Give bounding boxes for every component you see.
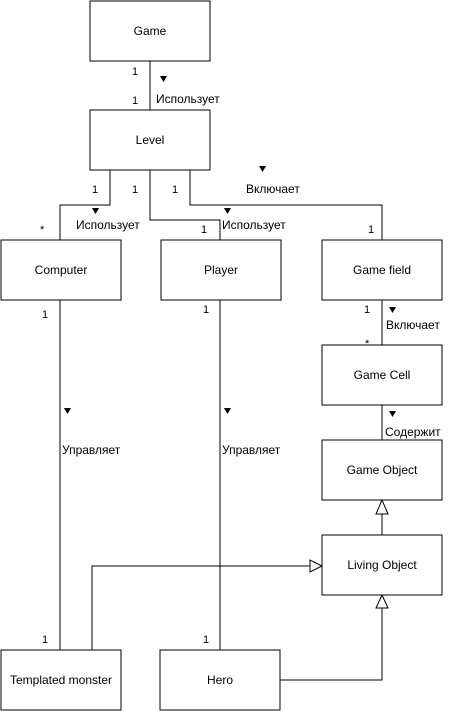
edge-level-computer <box>59 170 111 240</box>
node-level[interactable]: Level <box>89 109 211 171</box>
multiplicity: 1 <box>172 184 178 196</box>
node-label: Computer <box>35 263 88 277</box>
connectors <box>59 61 383 681</box>
direction-triangle-icon <box>64 408 71 414</box>
multiplicity: 1 <box>132 66 138 78</box>
direction-triangle-icon <box>224 408 231 414</box>
node-label: Hero <box>207 673 233 687</box>
node-game-cell[interactable]: Game Cell <box>321 344 443 406</box>
node-label: Templated monster <box>10 673 112 687</box>
edge-label-cell-object: Содержит <box>385 425 441 439</box>
node-label: Living Object <box>347 558 417 572</box>
multiplicity: 1 <box>92 184 98 196</box>
edge-labels: Использует Включает Использует Используе… <box>62 92 441 457</box>
direction-triangle-icon <box>224 208 231 214</box>
inheritance-arrowheads <box>309 498 389 609</box>
node-label: Game <box>134 24 167 38</box>
edge-label-level-field: Включает <box>246 182 300 196</box>
multiplicity: * <box>365 338 370 350</box>
direction-triangle-icon <box>389 411 396 417</box>
edge-label-level-computer: Использует <box>76 218 140 232</box>
multiplicity: 1 <box>203 304 209 316</box>
multiplicity: 1 <box>368 224 374 236</box>
edge-level-player <box>149 170 221 240</box>
edge-label-player-hero: Управляет <box>222 443 281 457</box>
node-game[interactable]: Game <box>89 0 211 62</box>
edge-hero-living <box>280 608 383 681</box>
edge-monster-living <box>91 565 310 650</box>
multiplicity: 1 <box>203 634 209 646</box>
node-label: Level <box>136 133 165 147</box>
direction-triangle-icon <box>389 307 396 313</box>
node-label: Game Cell <box>354 368 411 382</box>
inherit-arrow-gameobject <box>375 498 389 515</box>
inherit-arrow-living-bottom <box>375 593 389 609</box>
node-game-field[interactable]: Game field <box>321 239 443 301</box>
multiplicity: 1 <box>132 95 138 107</box>
multiplicity: 1 <box>132 184 138 196</box>
edge-label-computer-monster: Управляет <box>62 443 121 457</box>
node-label: Game Object <box>347 463 418 477</box>
edge-label-level-player: Использует <box>222 218 286 232</box>
node-label: Game field <box>353 263 411 277</box>
edge-label-game-level: Использует <box>156 92 220 106</box>
node-game-object[interactable]: Game Object <box>321 439 443 501</box>
node-hero[interactable]: Hero <box>159 649 281 711</box>
node-player[interactable]: Player <box>160 239 282 301</box>
multiplicity: 1 <box>42 309 48 321</box>
node-computer[interactable]: Computer <box>0 239 122 301</box>
edge-label-field-cell: Включает <box>386 318 440 332</box>
multiplicity: * <box>40 224 45 236</box>
multiplicity: 1 <box>42 634 48 646</box>
multiplicity: 1 <box>364 304 370 316</box>
direction-triangles <box>64 76 396 417</box>
node-label: Player <box>204 263 238 277</box>
inherit-arrow-living-left <box>309 559 324 573</box>
node-templated-monster[interactable]: Templated monster <box>0 649 122 711</box>
multiplicities: 1 1 1 1 1 * 1 1 1 1 1 * 1 1 <box>40 66 374 646</box>
node-living-object[interactable]: Living Object <box>321 534 443 596</box>
direction-triangle-icon <box>92 208 99 214</box>
direction-triangle-icon <box>160 76 167 82</box>
direction-triangle-icon <box>259 166 266 172</box>
multiplicity: 1 <box>201 224 207 236</box>
edge-level-field <box>189 170 383 240</box>
